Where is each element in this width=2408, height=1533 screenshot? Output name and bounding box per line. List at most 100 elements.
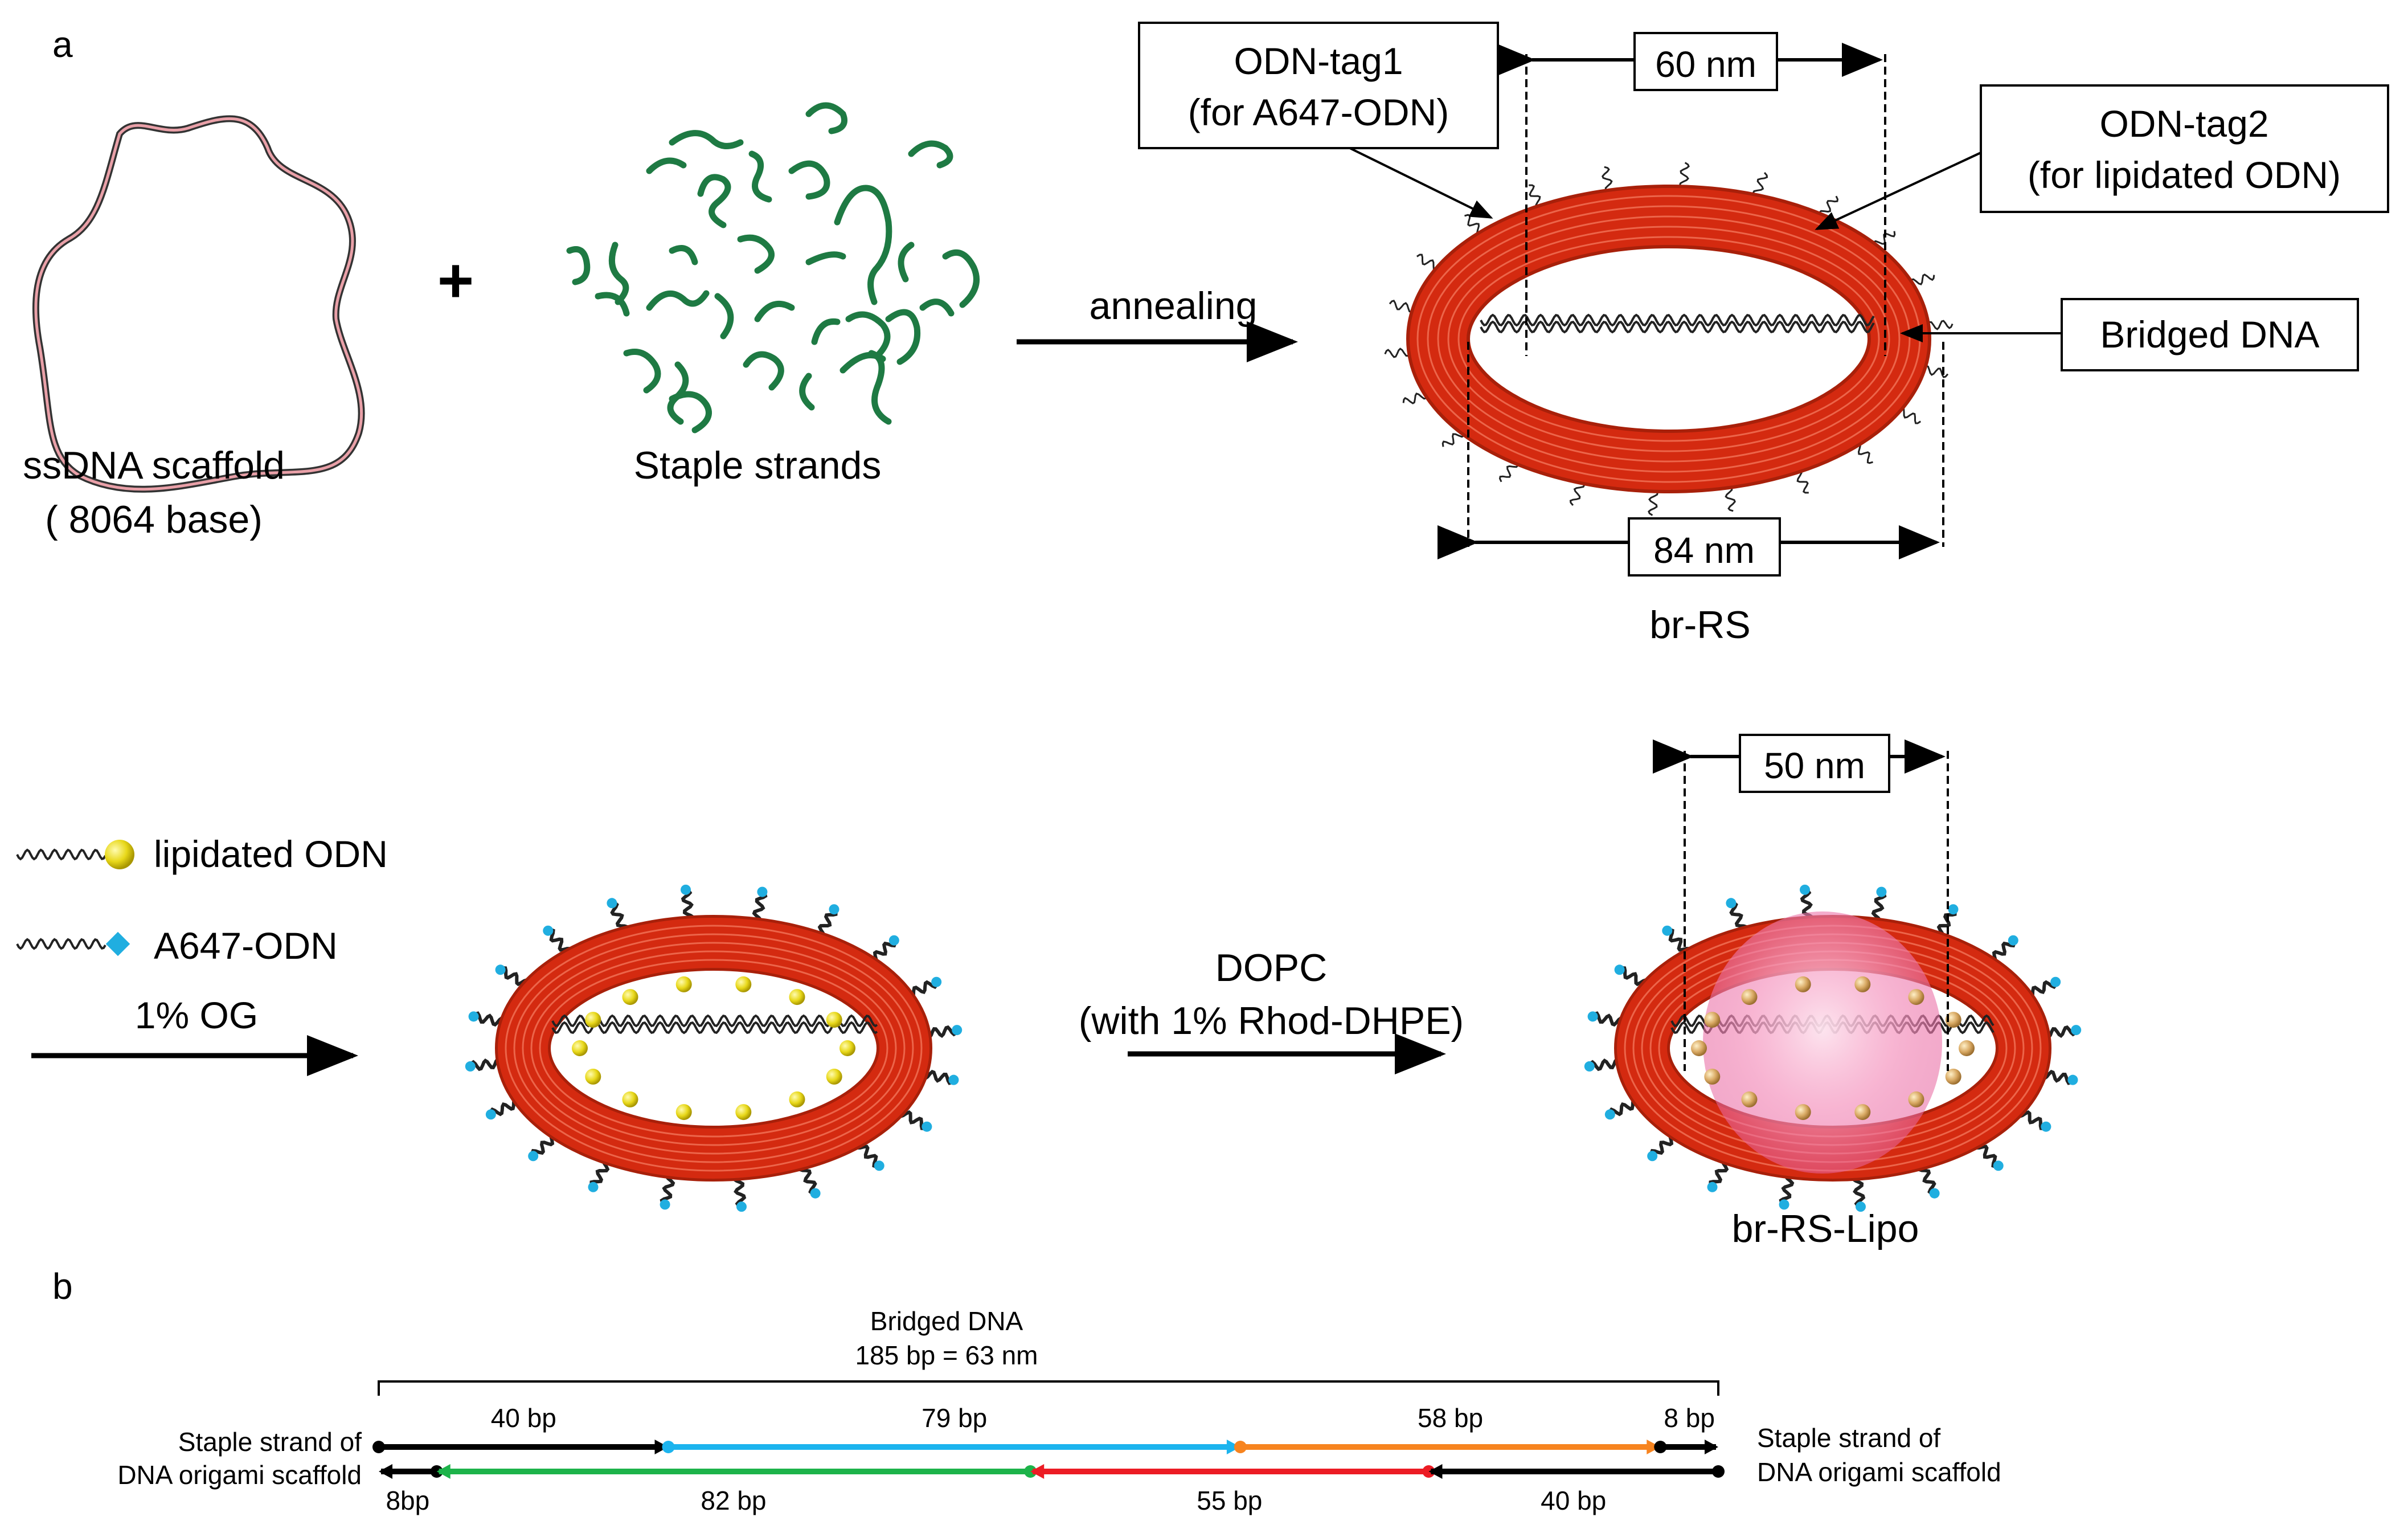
staple-strand	[608, 242, 629, 305]
br-rs-lipo-ring	[1584, 884, 2082, 1212]
staple-strand	[646, 290, 710, 311]
lipid-ball	[1704, 1012, 1721, 1028]
odn-tag2-pointer	[1815, 152, 1981, 230]
strand-label: 55 bp	[1197, 1486, 1262, 1515]
lipid-ball	[1854, 1104, 1871, 1121]
lipid-ball	[1908, 1091, 1924, 1107]
a647-dye	[2041, 1121, 2051, 1132]
odn-tag1-line2: (for A647-ODN)	[1188, 91, 1449, 133]
odn-tag	[681, 888, 695, 922]
br-rs-ring	[1384, 162, 1954, 516]
a647-dye	[829, 904, 839, 915]
staple-strand	[908, 140, 953, 169]
a647-dye	[1647, 1151, 1658, 1162]
lipid-ball	[585, 1012, 601, 1028]
staple-strand	[845, 311, 891, 359]
staple-strand	[805, 102, 847, 134]
lipid-ball	[789, 1091, 805, 1107]
lipid-ball	[622, 1091, 638, 1107]
strand-label: 40 bp	[491, 1403, 556, 1433]
a647-dye	[1948, 904, 1959, 915]
a647-dye	[736, 1201, 747, 1212]
staple-strand	[646, 157, 687, 174]
ring-groove	[513, 933, 914, 1163]
staple-strands-icon	[566, 102, 980, 434]
a647-dye	[465, 1061, 476, 1072]
lipid-ball	[1795, 1104, 1811, 1121]
dim-84-label: 84 nm	[1653, 530, 1755, 571]
staple-strand	[743, 351, 784, 391]
ring-groove	[1447, 226, 1890, 452]
a647-dye	[1855, 1201, 1866, 1212]
odn-tag	[732, 1174, 747, 1208]
strand-start-dot	[1234, 1441, 1247, 1453]
lipid-ball	[1741, 1091, 1758, 1107]
odn-tag	[472, 1011, 506, 1027]
a647-dye	[874, 1160, 884, 1171]
lipid-ball-icon	[105, 840, 134, 869]
strand-arrowhead	[1428, 1464, 1443, 1479]
odn-tag2-box	[1980, 84, 2389, 213]
ring-groove	[1457, 236, 1880, 442]
panel-a-label: a	[52, 24, 73, 65]
right-label-line2: DNA origami scaffold	[1757, 1457, 2001, 1487]
lipid-ball	[839, 1040, 855, 1056]
a647-dye	[888, 935, 899, 946]
bridged-dna-box	[2061, 298, 2359, 371]
a647-dye	[922, 1121, 932, 1132]
staple-strand	[942, 249, 980, 308]
odn-tag2-line2: (for lipidated ODN)	[2028, 154, 2341, 196]
dimension-60nm: 60 nm	[1494, 32, 1886, 356]
lipid-ball	[675, 1104, 692, 1121]
ring-groove	[1437, 215, 1901, 463]
lipid-ball	[735, 976, 752, 992]
strand-start-dot	[1712, 1465, 1725, 1478]
bridged-title-line1: Bridged DNA	[870, 1306, 1023, 1336]
a647-dye	[1707, 1182, 1718, 1192]
odn-tag2-line1: ODN-tag2	[2099, 103, 2268, 145]
panel-b-label: b	[52, 1266, 73, 1307]
odn-tag	[921, 1069, 955, 1085]
bridged-title-line2: 185 bp = 63 nm	[855, 1340, 1038, 1370]
ssdna-scaffold-icon	[32, 115, 365, 493]
legend-lipidated-odn: lipidated ODN	[16, 833, 388, 875]
lipid-ball	[1945, 1012, 1961, 1028]
bridged-dna-helix	[1480, 313, 1875, 334]
a647-dye	[1779, 1199, 1789, 1210]
staples-label: Staple strands	[634, 444, 882, 487]
bridged-bracket	[378, 1380, 1719, 1396]
strand-label: 82 bp	[701, 1486, 766, 1515]
strand-arrowhead	[1030, 1464, 1045, 1479]
a647-dye	[1929, 1188, 1940, 1199]
strand-arrowhead	[1226, 1440, 1240, 1454]
a647-dye	[757, 886, 768, 897]
a647-dye	[1584, 1061, 1595, 1072]
lipid-ball	[826, 1068, 842, 1085]
odn-tag1-pointer	[1349, 147, 1493, 219]
scaffold-label: ssDNA scaffold	[23, 444, 285, 487]
ring-groove	[530, 950, 897, 1146]
odn-tag	[1917, 1163, 1936, 1195]
dim-60-label: 60 nm	[1655, 44, 1756, 85]
lipid-ball	[1691, 1040, 1707, 1056]
annealing-label: annealing	[1090, 284, 1258, 328]
strand-start-dot	[372, 1441, 385, 1453]
odn-tag1-line1: ODN-tag1	[1234, 40, 1403, 82]
a647-dye	[660, 1199, 670, 1210]
strand-arrowhead	[379, 1464, 392, 1479]
strand-arrowhead	[654, 1440, 669, 1454]
lipid-ball	[1959, 1040, 1975, 1056]
lipid-ball	[675, 976, 692, 992]
plus-sign: +	[437, 246, 474, 316]
staple-strand	[669, 245, 698, 265]
bridged-dna-label: Bridged DNA	[2100, 313, 2319, 355]
staple-strand	[595, 292, 630, 317]
strand-label: 40 bp	[1541, 1486, 1606, 1515]
a647-dye	[588, 1182, 599, 1192]
a647-dye	[1604, 1109, 1615, 1120]
staple-strand	[788, 160, 830, 200]
strand-label: 58 bp	[1418, 1403, 1483, 1433]
left-label-line2: DNA origami scaffold	[117, 1460, 362, 1490]
